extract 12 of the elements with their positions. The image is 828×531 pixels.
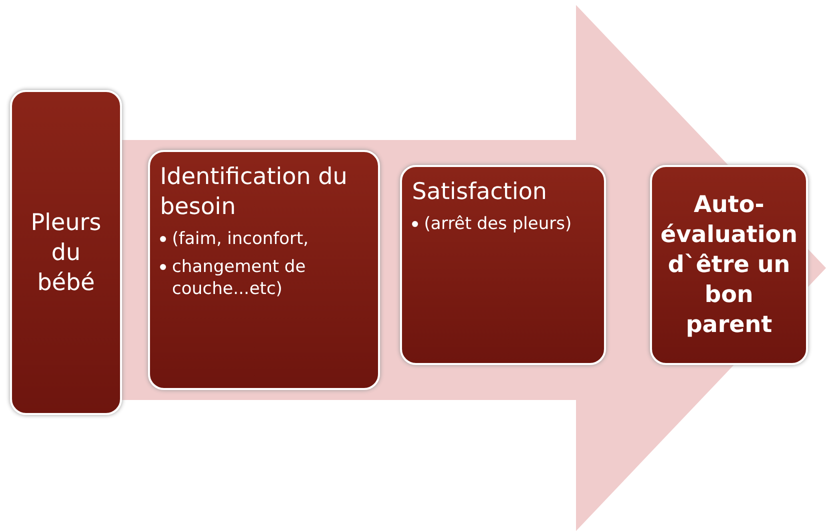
process-box [400,165,606,365]
process-box [148,150,380,390]
bullet-text: (faim, inconfort, [172,228,309,250]
process-box [650,165,808,365]
box-heading: Satisfaction [412,178,548,207]
bullet-text: changement de couche...etc) [172,256,307,300]
process-box [10,90,122,415]
bullet-text: (arrêt des pleurs) [424,213,572,235]
box-heading: Auto-évaluation d`être un bon parent [660,191,798,340]
block-arrow [122,5,828,531]
box-heading: Identification du besoin [160,163,348,222]
box-heading: Pleurs du bébé [30,208,102,298]
